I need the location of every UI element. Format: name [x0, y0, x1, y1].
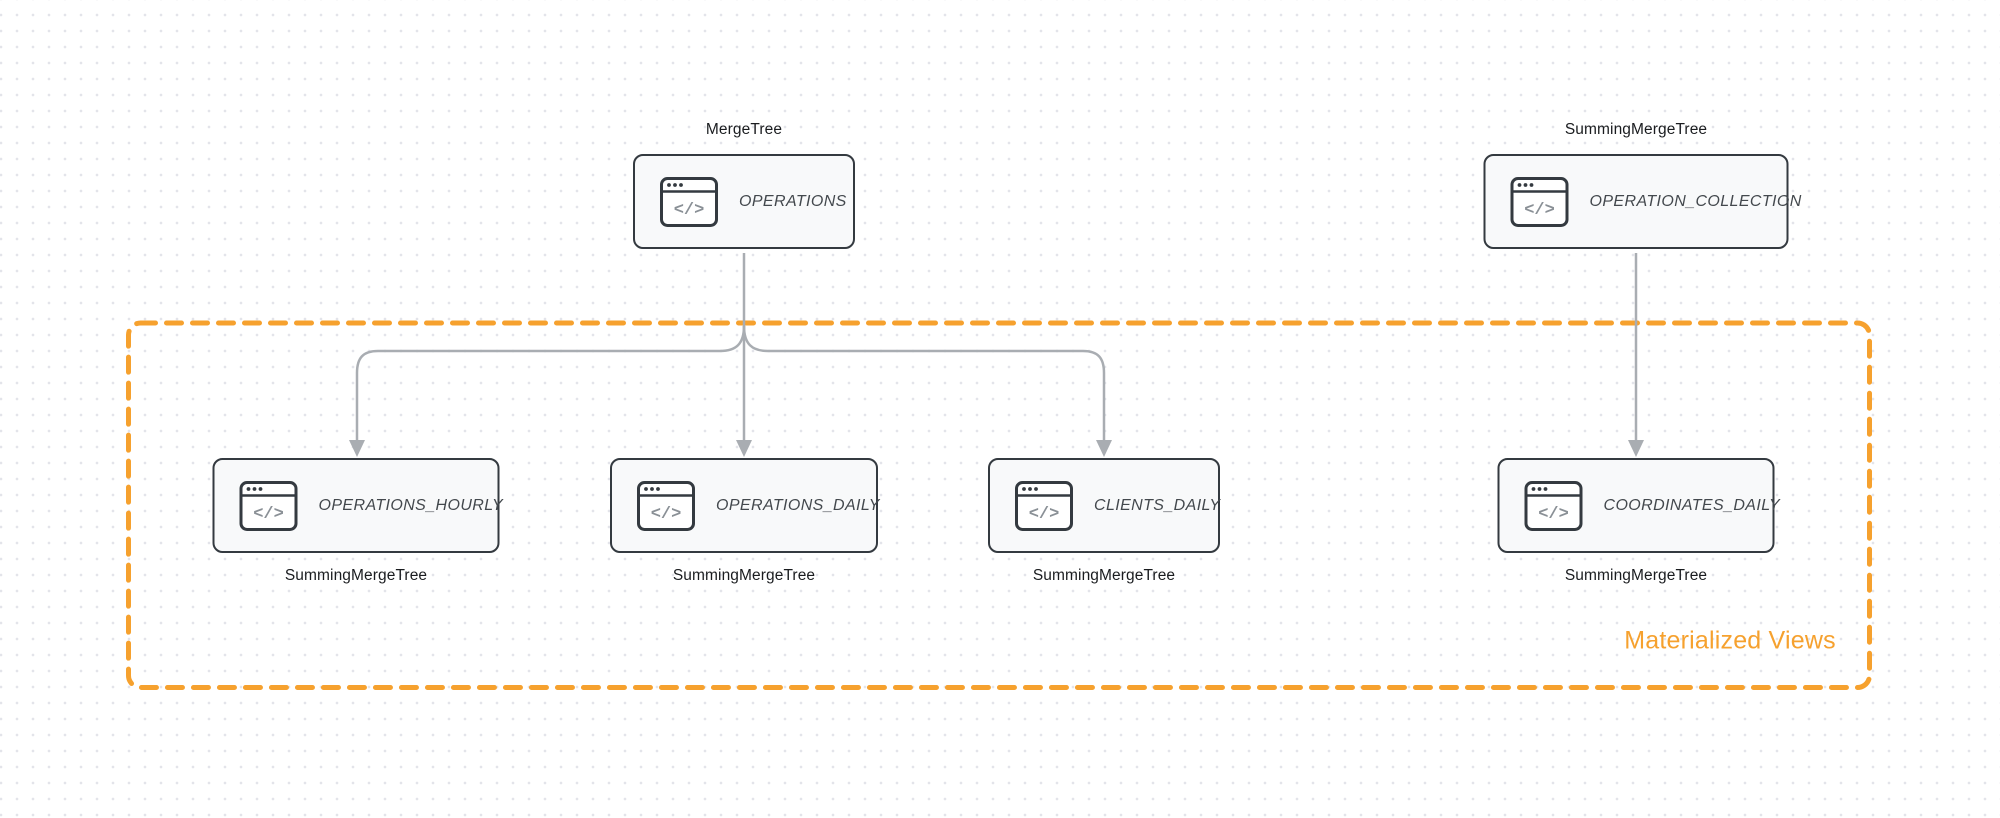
node-operations-hourly: </> OPERATIONS_HOURLY SummingMergeTree [212, 458, 503, 585]
code-window-icon: </> [1510, 176, 1569, 227]
arrowhead-coordinates-daily [1628, 440, 1644, 457]
table-name: OPERATIONS [739, 192, 847, 210]
code-window-icon: </> [239, 480, 298, 531]
node-box-operation-collection[interactable]: </> OPERATION_COLLECTION [1483, 154, 1801, 249]
node-coordinates-daily: </> COORDINATES_DAILY SummingMergeTree [1497, 458, 1780, 585]
svg-text:</>: </> [253, 505, 284, 524]
engine-label: SummingMergeTree [1564, 567, 1708, 584]
arrowhead-clients-daily [1096, 440, 1112, 457]
code-window-icon: </> [1524, 480, 1583, 531]
code-window-icon: </> [637, 480, 695, 531]
node-box-operations-hourly[interactable]: </> OPERATIONS_HOURLY [212, 458, 503, 553]
table-name: COORDINATES_DAILY [1603, 496, 1781, 514]
node-operations-daily: </> OPERATIONS_DAILY SummingMergeTree [610, 458, 880, 585]
engine-label: SummingMergeTree [672, 567, 816, 584]
node-operations: MergeTree </> OPERATIONS [633, 121, 855, 249]
code-window-icon: </> [660, 176, 718, 227]
svg-text:</>: </> [1538, 505, 1569, 524]
svg-text:</>: </> [1524, 201, 1555, 220]
table-name: OPERATIONS_DAILY [716, 496, 880, 514]
node-box-operations-daily[interactable]: </> OPERATIONS_DAILY [610, 458, 880, 553]
materialized-views-label: Materialized Views [1624, 626, 1836, 655]
engine-label: MergeTree [705, 121, 783, 138]
engine-label: SummingMergeTree [1032, 567, 1176, 584]
node-operation-collection: SummingMergeTree </> OPERATION_COLLECTIO… [1483, 121, 1801, 249]
engine-label: SummingMergeTree [1564, 121, 1708, 138]
edge-operations-to-clients-daily [742, 325, 1106, 441]
node-box-clients-daily[interactable]: </> CLIENTS_DAILY [988, 458, 1220, 553]
code-window-icon: </> [1015, 480, 1073, 531]
arrowhead-operations-daily [736, 440, 752, 457]
node-box-coordinates-daily[interactable]: </> COORDINATES_DAILY [1497, 458, 1780, 553]
table-name: OPERATIONS_HOURLY [318, 496, 504, 514]
node-box-operations[interactable]: </> OPERATIONS [633, 154, 855, 249]
engine-label: SummingMergeTree [284, 567, 428, 584]
svg-text:</>: </> [1029, 505, 1060, 524]
table-name: OPERATION_COLLECTION [1589, 192, 1802, 210]
arrowhead-operations-hourly [349, 440, 365, 457]
svg-text:</>: </> [651, 505, 682, 524]
node-clients-daily: </> CLIENTS_DAILY SummingMergeTree [988, 458, 1220, 585]
svg-text:</>: </> [674, 201, 705, 220]
edge-operations-to-operations-hourly [355, 325, 746, 441]
table-name: CLIENTS_DAILY [1094, 496, 1221, 514]
